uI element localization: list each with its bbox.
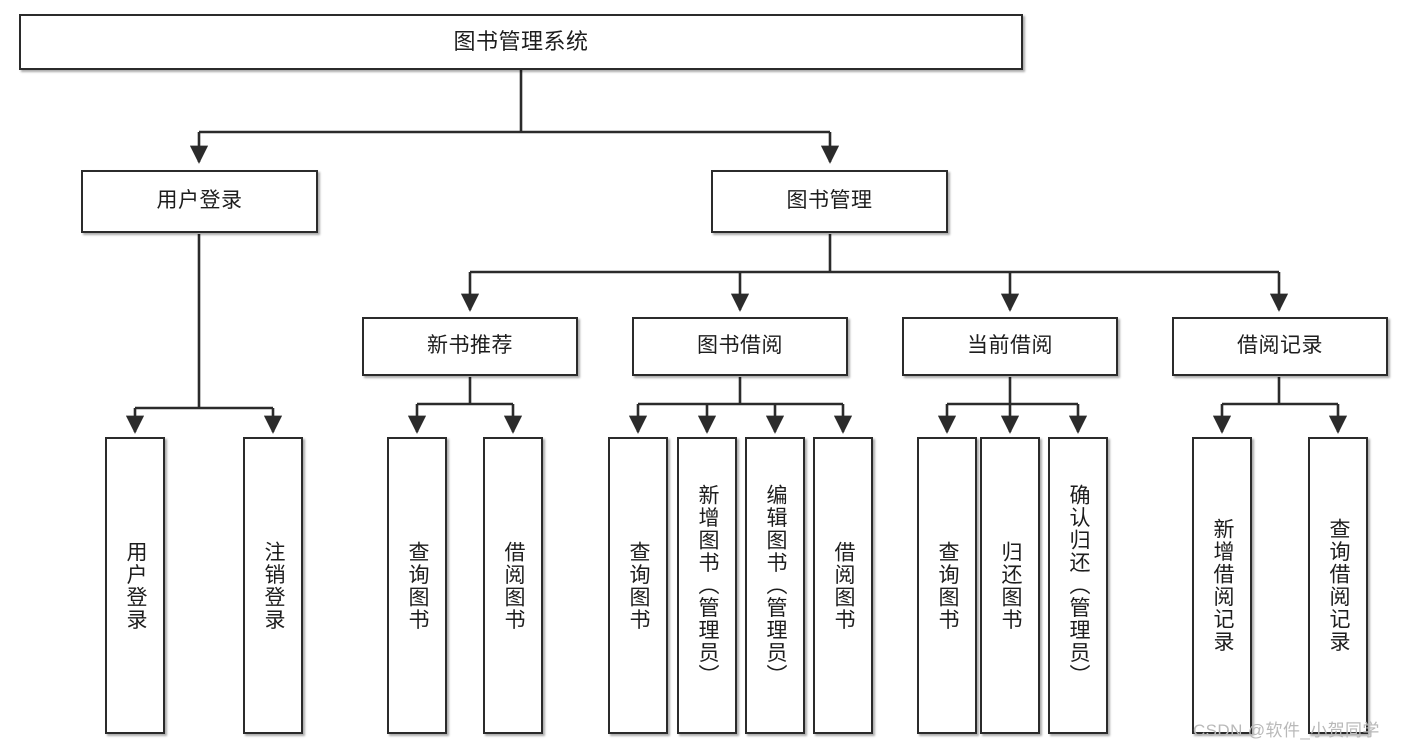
node-label: 用户登录 — [124, 540, 148, 631]
node-borrow-record[interactable]: 借阅记录 — [1172, 317, 1388, 376]
leaf-recommend-borrow-book[interactable]: 借阅图书 — [483, 437, 543, 734]
leaf-borrow-query-book[interactable]: 查询图书 — [608, 437, 668, 734]
leaf-record-add-record[interactable]: 新增借阅记录 — [1192, 437, 1252, 734]
leaf-user-login-login[interactable]: 用户登录 — [105, 437, 165, 734]
node-book-management[interactable]: 图书管理 — [711, 170, 948, 233]
node-label: 借阅图书 — [502, 540, 526, 631]
node-new-book-recommend[interactable]: 新书推荐 — [362, 317, 578, 376]
node-book-borrow[interactable]: 图书借阅 — [632, 317, 848, 376]
node-label: 归还图书 — [999, 540, 1023, 631]
node-label: 注销登录 — [262, 540, 286, 631]
leaf-borrow-borrow-book[interactable]: 借阅图书 — [813, 437, 873, 734]
node-label: 图书管理系统 — [453, 29, 589, 55]
node-root-system[interactable]: 图书管理系统 — [19, 14, 1023, 70]
leaf-user-login-logout[interactable]: 注销登录 — [243, 437, 303, 734]
node-label: 查询借阅记录 — [1327, 518, 1351, 653]
node-label: 用户登录 — [156, 189, 243, 213]
node-label: 查询图书 — [627, 540, 651, 631]
leaf-current-return-book[interactable]: 归还图书 — [980, 437, 1040, 734]
node-label: 确认归还（管理员） — [1067, 484, 1091, 687]
node-label: 新增借阅记录 — [1211, 518, 1235, 653]
node-label: 借阅图书 — [832, 540, 856, 631]
leaf-recommend-query-book[interactable]: 查询图书 — [387, 437, 447, 734]
node-label: 当前借阅 — [967, 334, 1053, 358]
leaf-borrow-add-book-admin[interactable]: 新增图书（管理员） — [677, 437, 737, 734]
csdn-watermark: CSDN @软件_小贺同学 — [1193, 721, 1380, 740]
node-label: 新增图书（管理员） — [696, 484, 720, 687]
node-label: 图书管理 — [786, 189, 873, 213]
node-user-login[interactable]: 用户登录 — [81, 170, 318, 233]
node-label: 图书借阅 — [697, 334, 783, 358]
node-current-borrow[interactable]: 当前借阅 — [902, 317, 1118, 376]
node-label: 查询图书 — [936, 540, 960, 631]
node-label: 查询图书 — [406, 540, 430, 631]
node-label: 编辑图书（管理员） — [764, 484, 788, 687]
leaf-borrow-edit-book-admin[interactable]: 编辑图书（管理员） — [745, 437, 805, 734]
leaf-current-query-book[interactable]: 查询图书 — [917, 437, 977, 734]
leaf-record-query-record[interactable]: 查询借阅记录 — [1308, 437, 1368, 734]
node-label: 新书推荐 — [427, 334, 513, 358]
node-label: 借阅记录 — [1237, 334, 1323, 358]
leaf-current-confirm-return-admin[interactable]: 确认归还（管理员） — [1048, 437, 1108, 734]
